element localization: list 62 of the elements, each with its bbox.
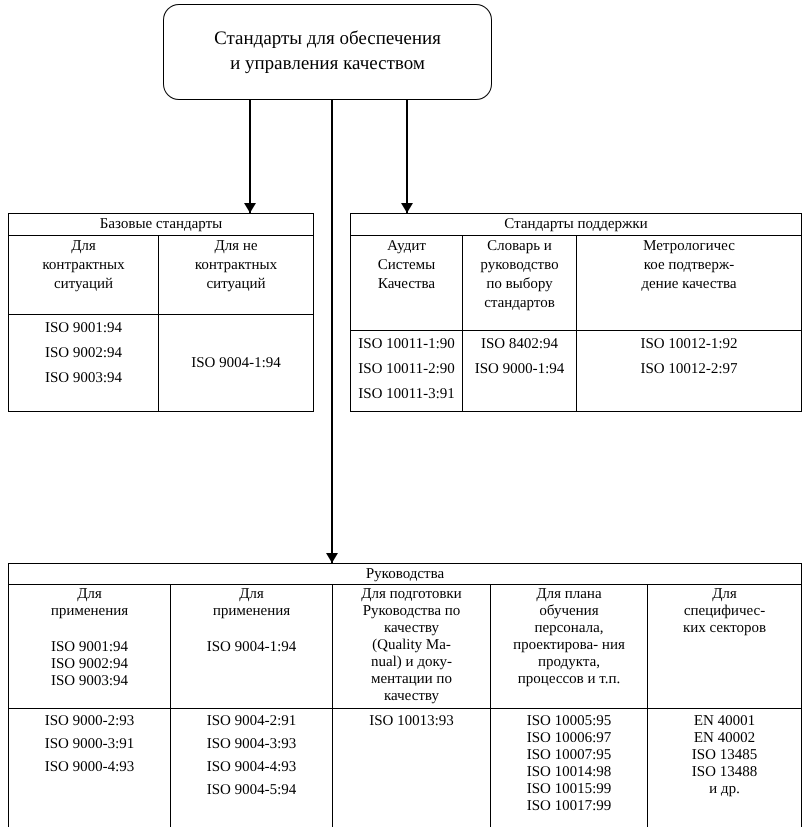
standard-code: ISO 9000-1:94 <box>474 360 564 379</box>
standard-code: ISO 10007:95 <box>526 747 612 764</box>
standard-code: ISO 10017:99 <box>526 798 612 815</box>
standard-code: ISO 13485 <box>692 747 758 764</box>
table-cell <box>171 708 333 827</box>
standard-code: EN 40001 <box>694 713 756 730</box>
header-text: Для специфичес- ких секторов <box>682 586 768 637</box>
standard-code: ISO 10005:95 <box>526 713 612 730</box>
standard-code: ISO 9001:94 <box>50 639 128 656</box>
standard-code: ISO 8402:94 <box>480 335 558 354</box>
header-text: Словарь и руководство по выбору стандартов <box>479 237 560 313</box>
header-text: Для контрактных ситуаций <box>41 237 126 294</box>
header-text: Для применения <box>50 586 130 620</box>
standards-table <box>8 563 802 827</box>
standard-code: ISO 9000-3:91 <box>44 736 134 753</box>
standard-code: ISO 9002:94 <box>44 344 122 363</box>
table-cell <box>491 708 648 827</box>
standard-code: ISO 10013:93 <box>369 713 454 730</box>
arrow <box>401 100 413 213</box>
standard-code: ISO 9001:94 <box>44 319 122 338</box>
table-cell <box>333 708 491 827</box>
standard-code: ISO 10015:99 <box>526 781 612 798</box>
standard-code: ISO 9004-5:94 <box>206 782 296 799</box>
standard-code: ISO 10014:98 <box>526 764 612 781</box>
table-cell <box>9 708 171 827</box>
standards-table <box>8 213 314 412</box>
standard-code: ISO 9003:94 <box>50 673 128 690</box>
standard-code: ISO 10011-2:90 <box>358 360 455 379</box>
box-title: Стандарты для обеспечения и управления качеством <box>213 27 442 76</box>
table-title: Базовые стандарты <box>9 214 313 236</box>
standard-code: ISO 9003:94 <box>44 369 122 388</box>
standard-code: ISO 10012-2:97 <box>640 360 738 379</box>
arrow <box>244 100 256 213</box>
standard-code: ISO 9000-2:93 <box>44 713 134 730</box>
standard-code: EN 40002 <box>694 730 756 747</box>
table-title: Руководства <box>9 564 801 585</box>
table-title: Стандарты поддержки <box>351 214 801 236</box>
header-text: Для применения <box>212 586 292 620</box>
header-text: Для не контрактных ситуаций <box>194 237 278 294</box>
standard-code: ISO 9004-4:93 <box>206 759 296 776</box>
table-cell <box>351 330 463 411</box>
standard-code: ISO 9004-3:93 <box>206 736 296 753</box>
standard-code: ISO 10012-1:92 <box>640 335 738 354</box>
arrow <box>326 100 338 563</box>
standard-code: ISO 9002:94 <box>50 656 128 673</box>
standard-code: ISO 10006:97 <box>526 730 612 747</box>
header-text: Для плана обучения персонала, проектирова- ния продукта, процессов и т.п. <box>512 586 626 688</box>
header-text: Аудит Системы Качества <box>376 237 436 294</box>
table-cell <box>9 314 159 411</box>
standard-code: и др. <box>709 781 740 798</box>
header-text: Метрологичес кое подтверж- дение качества <box>640 237 738 294</box>
table-cell <box>463 330 577 411</box>
standard-code: ISO 9004-1:94 <box>191 354 281 372</box>
standard-code: ISO 9000-4:93 <box>44 759 134 776</box>
rounded-box <box>163 4 492 100</box>
standard-code: ISO 9004-1:94 <box>206 639 296 656</box>
standard-code: ISO 10011-3:91 <box>358 385 455 404</box>
standard-code: ISO 10011-1:90 <box>358 335 455 354</box>
standards-table <box>350 213 802 412</box>
standard-code: ISO 9004-2:91 <box>206 713 296 730</box>
header-text: Для подготовки Руководства по качеству (Quality Ma- nual) и доку- ментации по качеству <box>360 586 463 705</box>
standard-code: ISO 13488 <box>692 764 758 781</box>
